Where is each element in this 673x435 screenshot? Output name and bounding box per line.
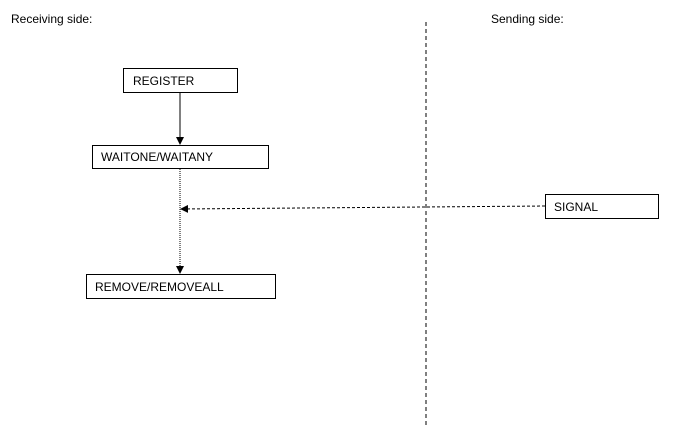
arrow-signal-to-wait	[180, 204, 546, 213]
register-box: REGISTER	[123, 68, 238, 93]
remove-box-label: REMOVE/REMOVEALL	[95, 279, 224, 294]
signal-box-label: SIGNAL	[554, 199, 599, 214]
wait-box: WAITONE/WAITANY	[92, 145, 269, 169]
register-box-label: REGISTER	[133, 73, 195, 88]
remove-box: REMOVE/REMOVEALL	[86, 274, 276, 299]
wait-box-label: WAITONE/WAITANY	[101, 150, 214, 164]
signal-box: SIGNAL	[545, 194, 659, 219]
receiving-side-label: Receiving side:	[11, 12, 93, 26]
sending-side-label: Sending side:	[491, 12, 564, 26]
